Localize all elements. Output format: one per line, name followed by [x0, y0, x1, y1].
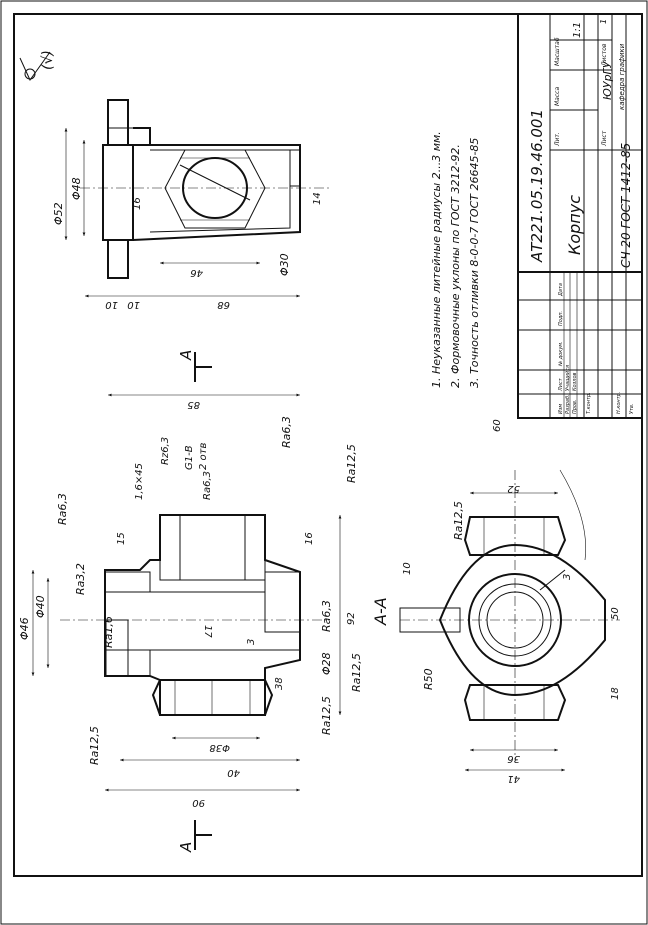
- title-name-developer: Учащийся: [565, 365, 571, 391]
- rough-ra63-a: Ra6,3: [202, 471, 213, 500]
- dim-d38: Φ38: [209, 742, 230, 753]
- dim-chamfer: 1,6×45: [134, 463, 145, 500]
- cut-label-top: А: [177, 350, 195, 361]
- title-role-ncontrol: Н.контр.: [616, 392, 622, 414]
- top-view: Φ52 Φ48 16 14 46 Φ30 10 10 68: [52, 99, 330, 310]
- dim-14: 14: [312, 192, 323, 205]
- rough-ra125-d: Ra12,5: [88, 726, 101, 765]
- dim-60: 60: [492, 419, 503, 432]
- note-3: 3. Точность отливки 8-0-0-7 ГОСТ 26645-8…: [468, 138, 481, 388]
- dim-15: 15: [116, 532, 127, 545]
- title-role-checker: Пров.: [572, 399, 578, 414]
- dim-50: 50: [610, 607, 621, 620]
- title-row-list: Лист: [558, 377, 564, 392]
- dim-17: 17: [202, 625, 213, 638]
- dim-36: 36: [507, 753, 520, 764]
- title-row-izm: Изм: [558, 404, 564, 414]
- general-roughness-text: (√): [40, 50, 56, 70]
- dim-16-section: 16: [304, 532, 315, 545]
- rough-ra63-b: Ra6,3: [280, 416, 293, 448]
- rough-ra125-c: Ra12,5: [320, 696, 333, 735]
- dim-d52: Φ52: [52, 202, 65, 225]
- technical-notes: 1. Неуказанные литейные радиусы 2...3 мм…: [430, 131, 481, 388]
- title-sheets-label: Листов: [601, 43, 608, 67]
- dim-41: 41: [507, 773, 520, 784]
- title-role-tcontrol: Т.контр.: [586, 392, 592, 414]
- section-a-a: 85 16 92 3 17 Φ28 38 Φ38 40 90 15 Φ46 Φ4…: [18, 393, 390, 808]
- title-row-date: Дата: [558, 283, 564, 297]
- rough-ra125-a: Ra12,5: [345, 444, 358, 483]
- dim-68: 68: [217, 299, 230, 310]
- title-row-doc: № докум.: [558, 341, 564, 367]
- dim-holes: 2 отв: [198, 443, 209, 470]
- title-sheets-count: 1: [599, 19, 608, 24]
- title-role-approved: Утв.: [629, 404, 635, 415]
- dim-10b: 10: [127, 299, 140, 310]
- dim-d48: Φ48: [70, 177, 83, 200]
- dim-10a: 10: [105, 299, 118, 310]
- dim-52b: 52: [507, 483, 520, 494]
- dim-3b: 3: [562, 574, 573, 580]
- general-roughness-symbol: (√): [19, 50, 56, 81]
- title-row-sign: Подп.: [558, 311, 564, 326]
- side-view: R50 10 50 18 36 41 52 60 3 Ra12,5: [399, 419, 621, 784]
- title-col-scale: Масштаб: [554, 37, 561, 66]
- dim-38: 38: [274, 677, 285, 690]
- note-1: 1. Неуказанные литейные радиусы 2...3 мм…: [430, 131, 443, 388]
- cut-plane-markers: А А: [177, 350, 212, 853]
- title-organization: ЮУрГУ: [601, 60, 614, 100]
- title-sheet-label: Лист: [601, 130, 608, 147]
- dim-3: 3: [246, 639, 257, 645]
- rough-ra63-d: Ra6,3: [320, 600, 333, 632]
- title-department: кафедра графики: [618, 43, 626, 110]
- title-name-checker: Козлов: [572, 372, 578, 391]
- dim-d40: Φ40: [34, 595, 47, 618]
- dim-46: 46: [190, 267, 203, 278]
- note-2: 2. Формовочные уклоны по ГОСТ 3212-92.: [449, 144, 462, 388]
- title-scale: 1:1: [572, 22, 583, 38]
- dim-d46: Φ46: [18, 617, 31, 640]
- rough-ra63-c: Ra6,3: [56, 493, 69, 525]
- cut-label-bottom: А: [177, 842, 195, 853]
- rough-ra125-b: Ra12,5: [350, 653, 363, 692]
- dim-thread: G1-B: [184, 445, 195, 470]
- title-col-lit: Лит.: [554, 132, 561, 147]
- dim-r50: R50: [422, 668, 435, 690]
- dim-10c: 10: [402, 562, 413, 575]
- dim-18: 18: [610, 687, 621, 700]
- title-role-developer: Разраб.: [565, 394, 571, 414]
- rough-rz63: Rz6,3: [160, 437, 171, 465]
- dim-85: 85: [187, 399, 200, 410]
- title-block: АТ221.05.19.46.001 Корпус СЧ 20 ГОСТ 141…: [517, 13, 643, 419]
- dim-90: 90: [192, 797, 205, 808]
- title-material: СЧ 20 ГОСТ 1412-85: [619, 143, 633, 268]
- dim-92: 92: [346, 612, 357, 625]
- rough-ra16: Ra1,6: [102, 616, 115, 648]
- section-label: А-А: [371, 597, 390, 626]
- dim-40: 40: [227, 767, 240, 778]
- title-part-name: Корпус: [565, 195, 584, 255]
- rough-ra32: Ra3,2: [74, 563, 87, 595]
- rough-ra125-side: Ra12,5: [452, 501, 465, 540]
- title-col-mass: Масса: [554, 87, 561, 106]
- dim-16-top: 16: [132, 197, 143, 210]
- dim-d30: Φ30: [278, 253, 291, 276]
- title-designation: АТ221.05.19.46.001: [528, 109, 546, 263]
- dim-d28: Φ28: [320, 652, 333, 675]
